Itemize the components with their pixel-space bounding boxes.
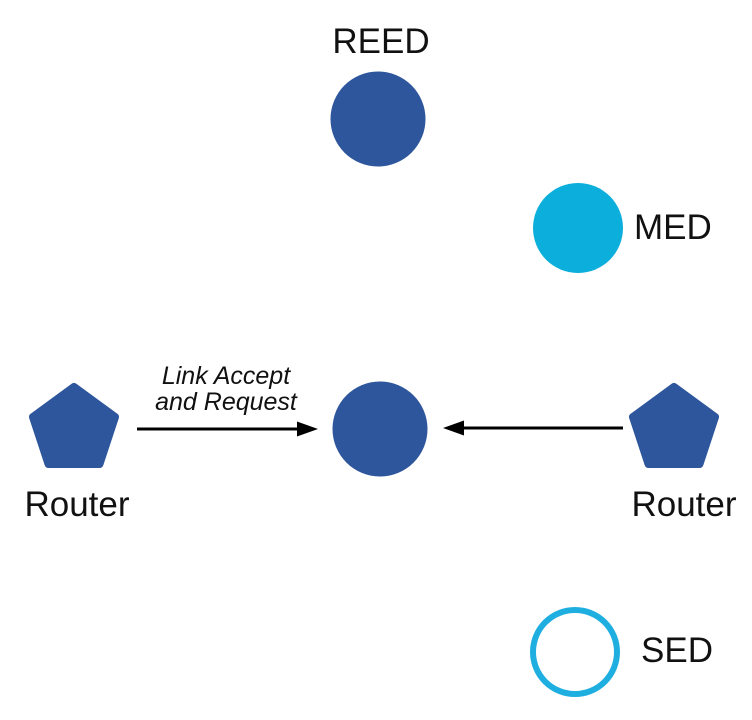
router-right-pentagon <box>629 383 719 468</box>
router-left-label: Router <box>24 485 130 524</box>
router-right-label: Router <box>631 485 737 524</box>
reed-node-circle <box>330 71 426 167</box>
router-left-pentagon <box>29 383 119 468</box>
reed-node-label: REED <box>332 22 430 61</box>
med-node-label: MED <box>634 208 712 247</box>
link-accept-request-edge-label: Link Accept and Request <box>155 362 297 416</box>
sed-node-circle <box>530 607 620 697</box>
med-node-circle <box>533 183 623 273</box>
center-node-circle <box>332 381 428 477</box>
left-router-arrowhead-icon <box>297 421 318 437</box>
right-router-arrowhead-icon <box>443 420 464 436</box>
sed-node-label: SED <box>641 631 713 670</box>
